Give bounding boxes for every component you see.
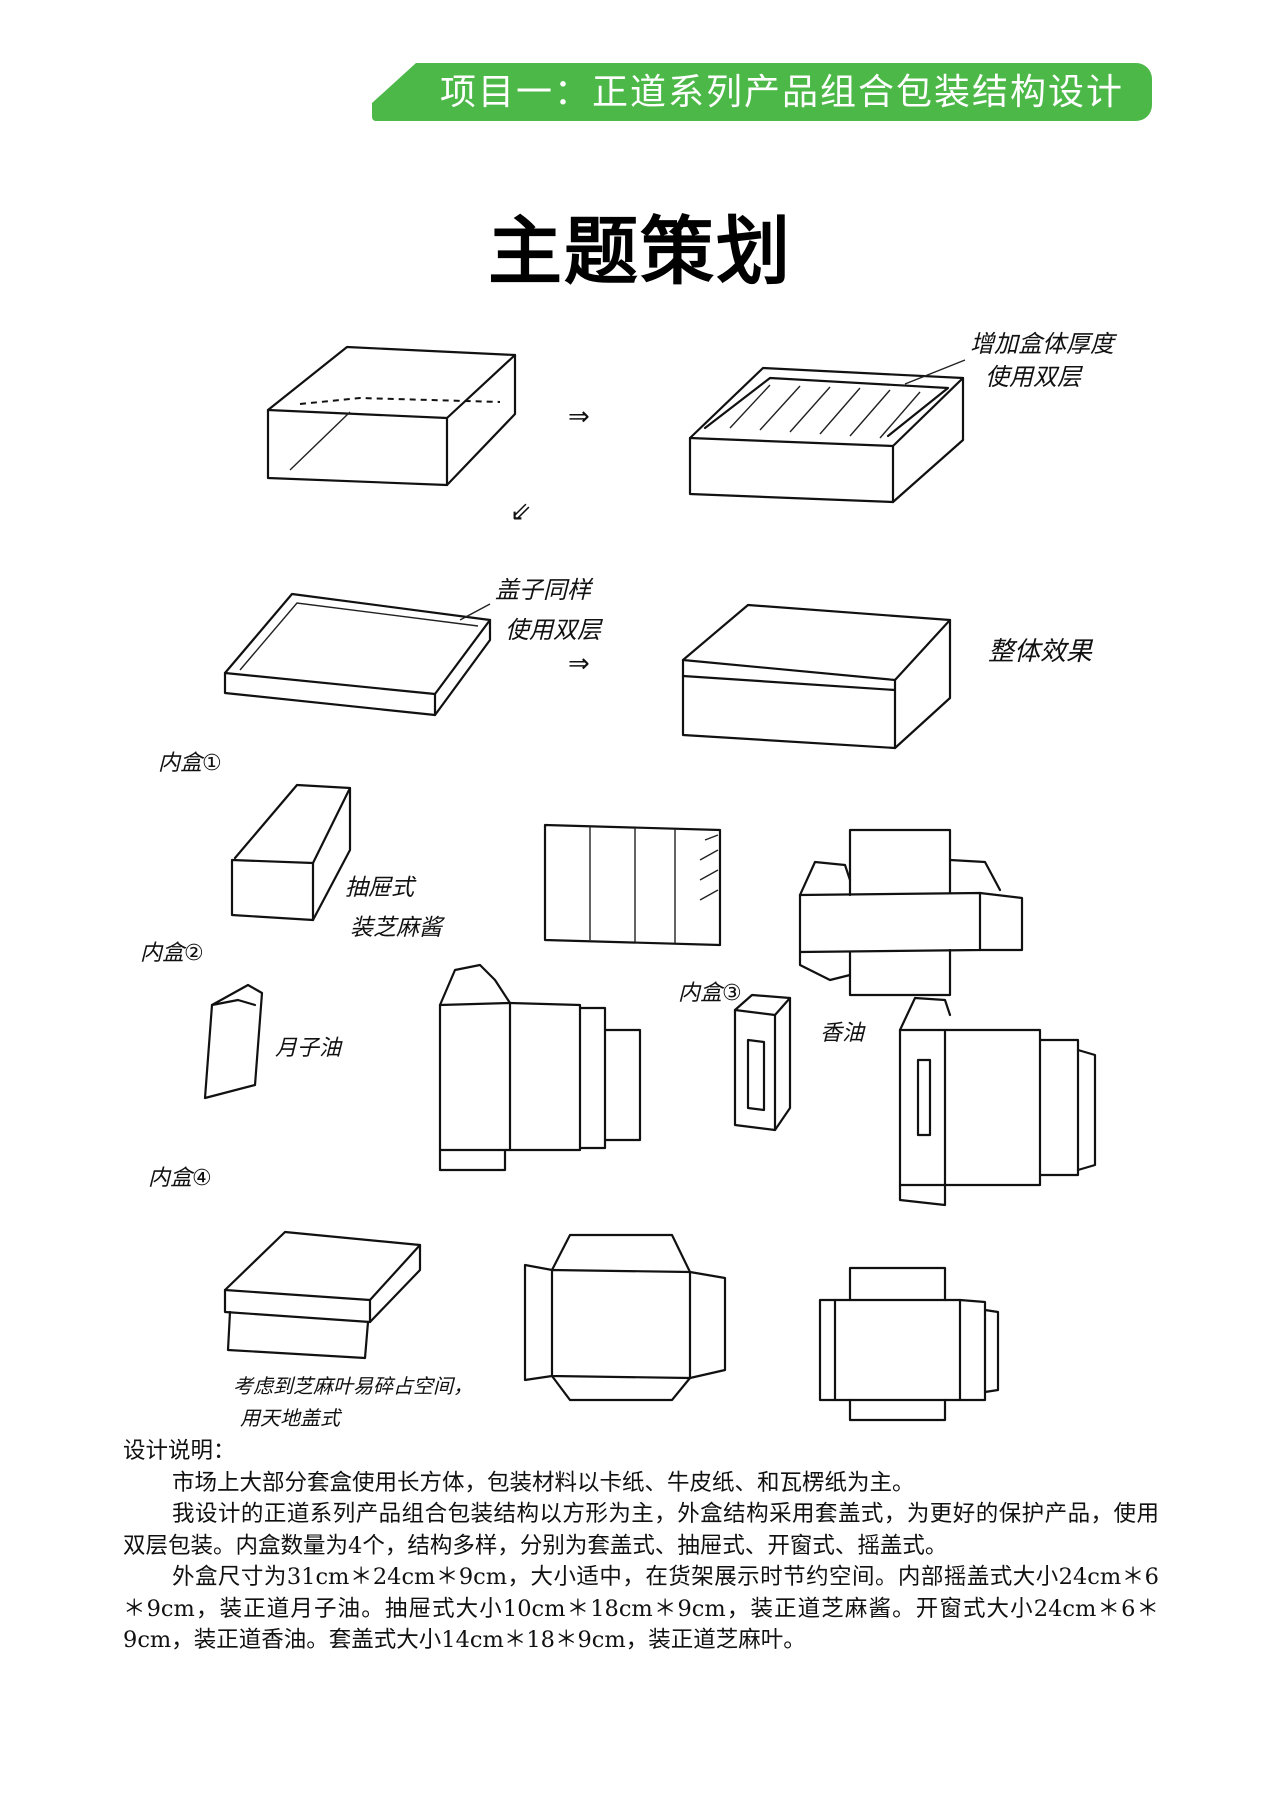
header-banner	[372, 63, 1152, 121]
note-inner1-1: 抽屉式	[345, 875, 417, 901]
drawer-box-sketch	[230, 783, 352, 922]
description-paragraph-3: 外盒尺寸为31cm＊24cm＊9cm，大小适中，在货架展示时节约空间。内部摇盖式…	[123, 1564, 1159, 1653]
description-heading: 设计说明：	[123, 1438, 236, 1464]
note-inner4-1: 考虑到芝麻叶易碎占空间，	[233, 1374, 473, 1398]
full-box-sketch	[681, 603, 952, 750]
label-inner-3: 内盒③	[678, 981, 742, 1006]
tuck-net-sketch-1	[798, 828, 1024, 997]
tuck-net-sketch-2	[438, 963, 642, 1172]
note-lid-2: 使用双层	[505, 616, 604, 644]
arrow-down-left: ⇙	[510, 497, 532, 527]
lid-box-sketch	[223, 1230, 422, 1360]
note-inner3: 香油	[820, 1021, 866, 1046]
arrow-right-2: ⇒	[568, 649, 590, 679]
note-inner1-2: 装芝麻酱	[350, 915, 446, 941]
open-box-sketch	[266, 345, 517, 487]
lid-net-sketch	[523, 1233, 727, 1402]
hand-drawn-sketches: ⇒ 增加盒体厚度 使用双层 ⇙ 盖子同样 使用双层 ⇒ 整体效果 内盒① 抽屉式…	[140, 330, 1118, 1430]
flat-box-net-sketch	[818, 1266, 1000, 1422]
design-description: 设计说明： 市场上大部分套盒使用长方体，包装材料以卡纸、牛皮纸、和瓦楞纸为主。 …	[123, 1436, 1159, 1657]
description-paragraph-1: 市场上大部分套盒使用长方体，包装材料以卡纸、牛皮纸、和瓦楞纸为主。	[172, 1469, 915, 1496]
window-net-sketch	[898, 996, 1097, 1207]
note-outer-wall-2: 使用双层	[985, 363, 1084, 391]
lid-sketch	[223, 592, 492, 717]
label-inner-1: 内盒①	[158, 751, 222, 776]
banner-title: 项目一：正道系列产品组合包装结构设计	[440, 72, 1125, 113]
note-inner2: 月子油	[275, 1036, 343, 1061]
window-box-sketch	[733, 993, 792, 1132]
note-lid-1: 盖子同样	[495, 576, 594, 604]
page-title: 主题策划	[488, 209, 792, 295]
double-wall-box-sketch	[688, 366, 965, 504]
tall-box-sketch	[203, 983, 264, 1100]
description-paragraph-2: 我设计的正道系列产品组合包装结构以方形为主，外盒结构采用套盖式，为更好的保护产品…	[123, 1501, 1159, 1559]
note-outer-wall-1: 增加盒体厚度	[970, 330, 1118, 358]
note-whole: 整体效果	[988, 637, 1094, 667]
label-inner-2: 内盒②	[140, 941, 204, 966]
note-inner4-2: 用天地盖式	[240, 1406, 343, 1430]
arrow-right-1: ⇒	[568, 402, 590, 432]
label-inner-4: 内盒④	[148, 1166, 212, 1191]
drawer-net-sketch	[543, 823, 722, 947]
